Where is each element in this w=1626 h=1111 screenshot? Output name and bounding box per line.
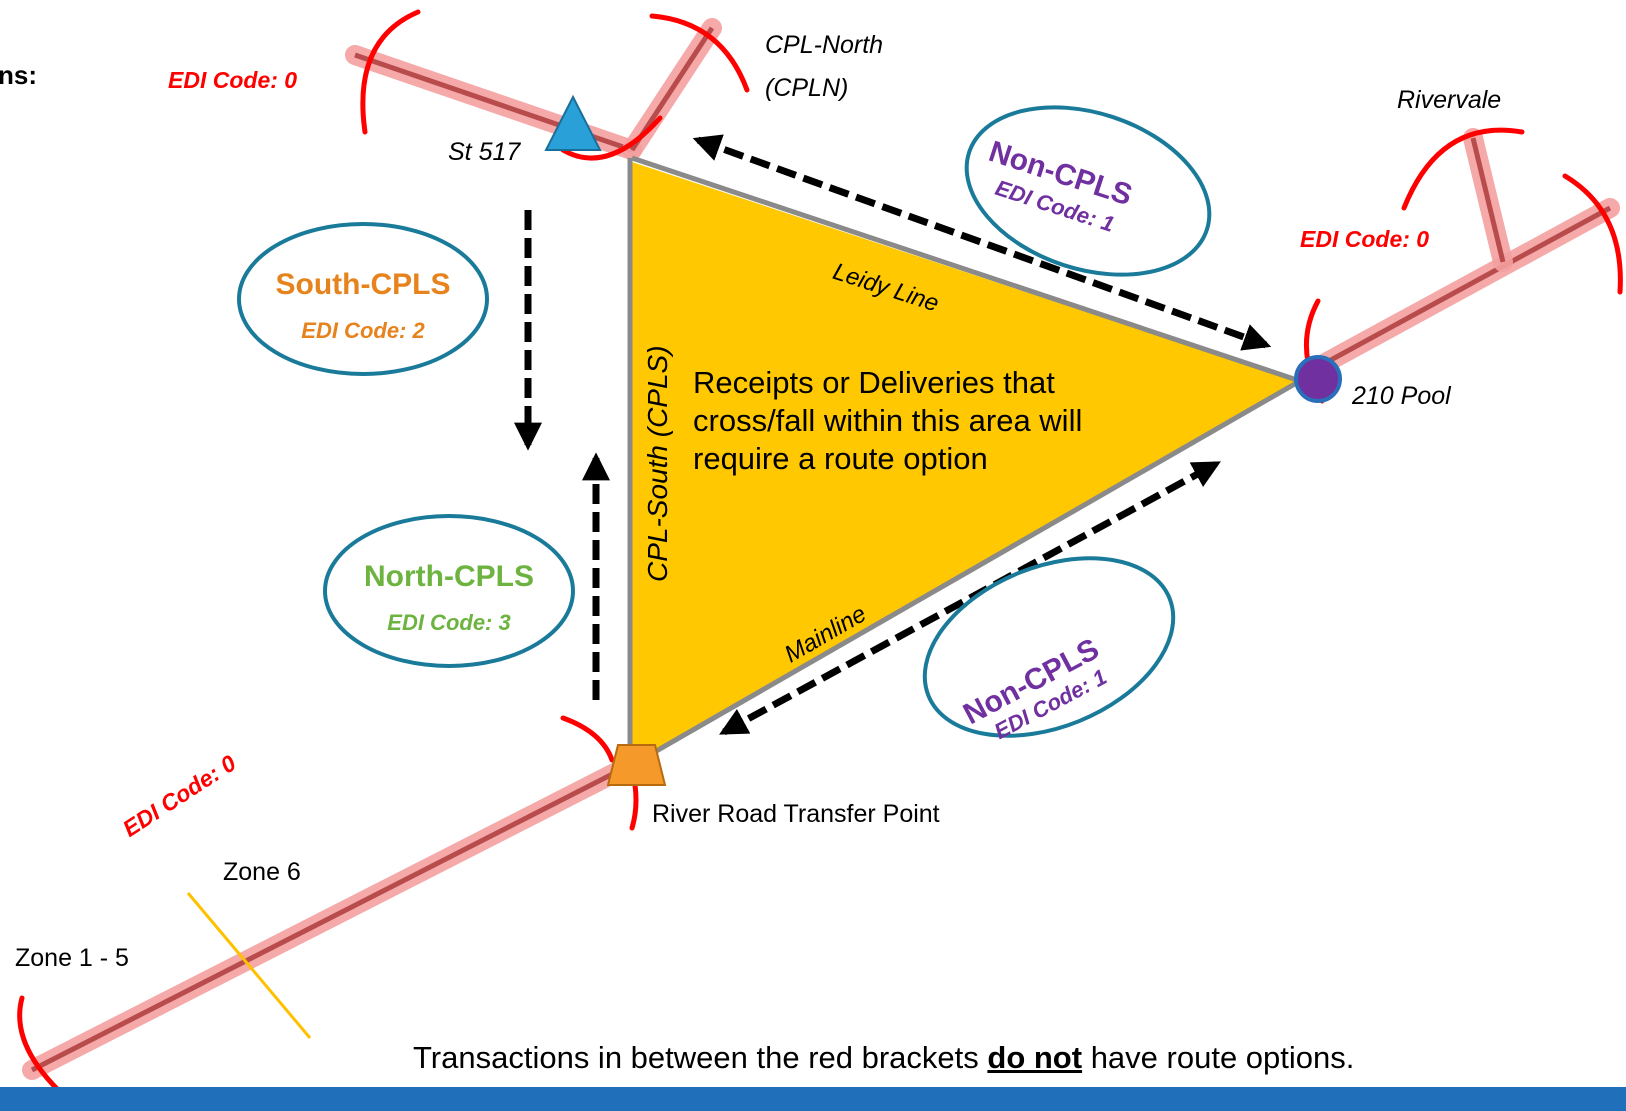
bracket-river-road-upper xyxy=(560,715,615,763)
bracket-cpl-north xyxy=(649,13,750,93)
edge-cpl-south-label: CPL-South (CPLS) xyxy=(642,345,673,582)
route-option-area-text: Receipts or Deliveries that cross/fall w… xyxy=(693,364,1082,478)
st517-marker-icon xyxy=(544,94,602,151)
node-river-road-label: River Road Transfer Point xyxy=(652,800,940,828)
zone-6-label: Zone 6 xyxy=(223,858,301,886)
area-text-line-3: require a route option xyxy=(693,441,988,476)
river-road-marker-icon xyxy=(606,744,667,786)
segment-rivervale xyxy=(1463,128,1513,272)
header-partial-title: ns: xyxy=(0,60,37,90)
red-brackets xyxy=(17,9,1623,1111)
direction-arrows xyxy=(514,134,1272,736)
bubble-north-cpls-code: EDI Code: 3 xyxy=(387,610,511,635)
zone-divider xyxy=(186,892,312,1039)
segment-bottom-left xyxy=(22,750,650,1080)
bracket-note: Transactions in between the red brackets… xyxy=(413,1040,1354,1076)
bubble-north-cpls-title: North-CPLS xyxy=(364,560,534,593)
bubble-south-cpls-code: EDI Code: 2 xyxy=(301,318,425,343)
bubble-non-cpls-top xyxy=(964,105,1212,277)
edi-code-top-left: EDI Code: 0 xyxy=(168,67,298,93)
node-rivervale-label: Rivervale xyxy=(1397,86,1502,114)
bracket-st517 xyxy=(560,115,663,161)
pool210-marker-icon xyxy=(1294,355,1342,403)
bubble-north-cpls xyxy=(323,514,575,668)
bubble-south-cpls xyxy=(237,222,489,376)
note-after: have route options. xyxy=(1082,1040,1355,1075)
bubble-south-cpls-title: South-CPLS xyxy=(275,268,451,301)
note-before: Transactions in between the red brackets xyxy=(413,1040,988,1075)
bracket-river-road-lower xyxy=(629,782,639,831)
zone-1-5-label: Zone 1 - 5 xyxy=(15,944,129,972)
bubble-non-cpls-bottom xyxy=(922,556,1176,738)
arrow-mainline xyxy=(719,460,1221,736)
arrow-leidy xyxy=(692,134,1272,351)
bracket-top-left xyxy=(360,9,421,135)
segment-right xyxy=(1308,198,1620,377)
edi-code-right: EDI Code: 0 xyxy=(1300,226,1430,252)
area-text-line-2: cross/fall within this area will xyxy=(693,403,1083,438)
footer-bar xyxy=(0,1087,1626,1111)
bracket-rivervale xyxy=(1401,127,1525,211)
node-cpl-north-label-1: CPL-North xyxy=(765,31,884,59)
area-text-line-1: Receipts or Deliveries that xyxy=(693,365,1055,400)
node-210-pool-label: 210 Pool xyxy=(1352,382,1451,410)
note-emphasis: do not xyxy=(987,1040,1083,1075)
bracket-right xyxy=(1562,173,1623,295)
node-cpl-north-label-2: (CPLN) xyxy=(765,74,849,102)
node-st517-label: St 517 xyxy=(448,138,521,166)
